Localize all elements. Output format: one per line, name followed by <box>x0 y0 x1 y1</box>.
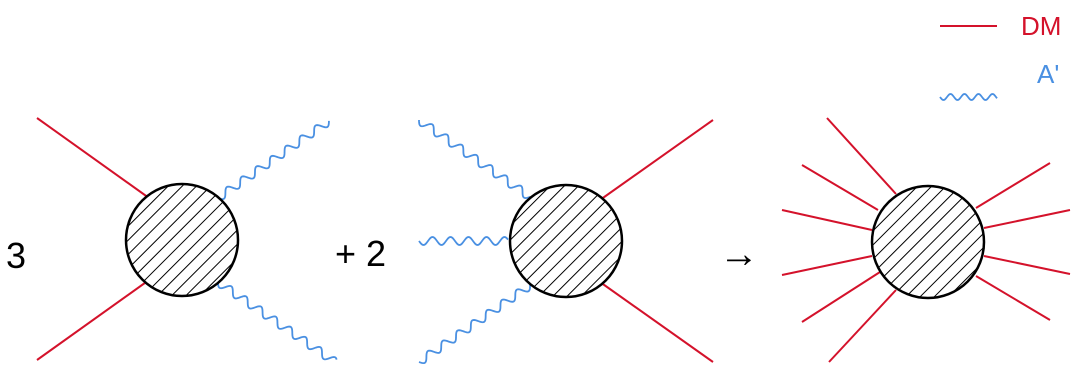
dm-line <box>983 209 1071 229</box>
middle-coefficient: + 2 <box>335 233 387 274</box>
dm-line <box>826 117 897 195</box>
dm-line <box>36 117 150 199</box>
reaction-arrow: → <box>719 232 759 276</box>
left-coefficient: 3 <box>6 235 27 276</box>
dark-photon-line <box>418 119 531 199</box>
interaction-blob <box>124 182 240 298</box>
dark-photon-line <box>418 281 532 365</box>
legend <box>939 25 998 101</box>
interaction-blob <box>870 184 986 300</box>
middle-vertex <box>418 119 714 365</box>
dm-line <box>801 271 881 323</box>
dark-photon-line <box>217 281 338 361</box>
dm-line <box>801 164 879 211</box>
dm-line <box>36 279 150 361</box>
interaction-blob <box>508 183 624 299</box>
left-vertex <box>36 117 338 361</box>
legend-dark-photon-label: A' <box>1037 59 1060 89</box>
dm-line <box>975 162 1051 209</box>
legend-dm-label: DM <box>1021 11 1062 41</box>
dm-line <box>781 209 873 231</box>
dm-line <box>983 255 1071 275</box>
dm-line <box>599 281 714 363</box>
dm-line <box>781 255 873 276</box>
legend-dark-photon-line <box>939 93 998 101</box>
right-vertex <box>781 117 1071 363</box>
dark-photon-line <box>217 120 330 201</box>
dm-line <box>828 289 897 363</box>
dark-photon-line <box>418 236 509 246</box>
dm-line <box>599 119 714 201</box>
dm-line <box>975 275 1051 321</box>
